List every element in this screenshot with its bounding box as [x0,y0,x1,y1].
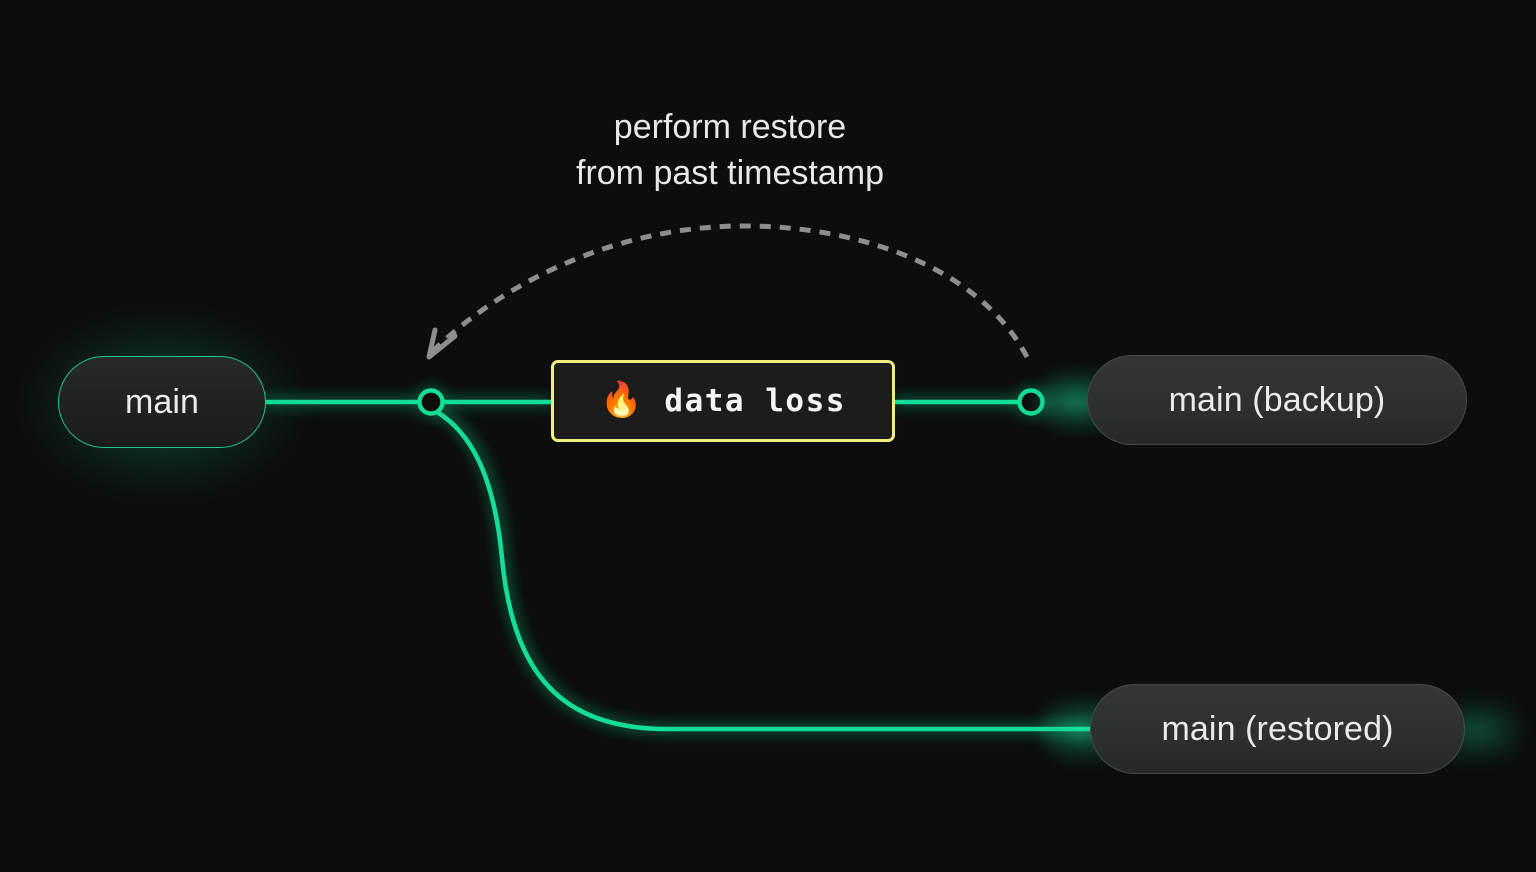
junction-backup-point[interactable] [1017,388,1045,416]
branch-paths [266,399,1095,732]
restore-arrowhead-icon [426,327,458,360]
node-main-backup-label: main (backup) [1168,380,1386,419]
node-main-backup[interactable]: main (backup) [1087,355,1467,445]
node-main-label: main [124,382,200,421]
fire-emoji: 🔥 [600,381,643,419]
node-main-restored-label: main (restored) [1161,709,1394,748]
node-main-restored[interactable]: main (restored) [1090,684,1465,774]
node-main[interactable]: main [58,356,266,448]
event-data-loss-label: data loss [664,383,846,419]
junction-branch-point[interactable] [417,388,445,416]
event-data-loss[interactable]: 🔥 data loss [551,360,895,442]
restore-arrow-path [430,223,1030,359]
annotation-restore: perform restore from past timestamp [0,104,1460,196]
annotation-line-1: perform restore [613,108,847,146]
annotation-line-2: from past timestamp [576,154,884,192]
edge-branch-to-restored [434,409,1095,732]
